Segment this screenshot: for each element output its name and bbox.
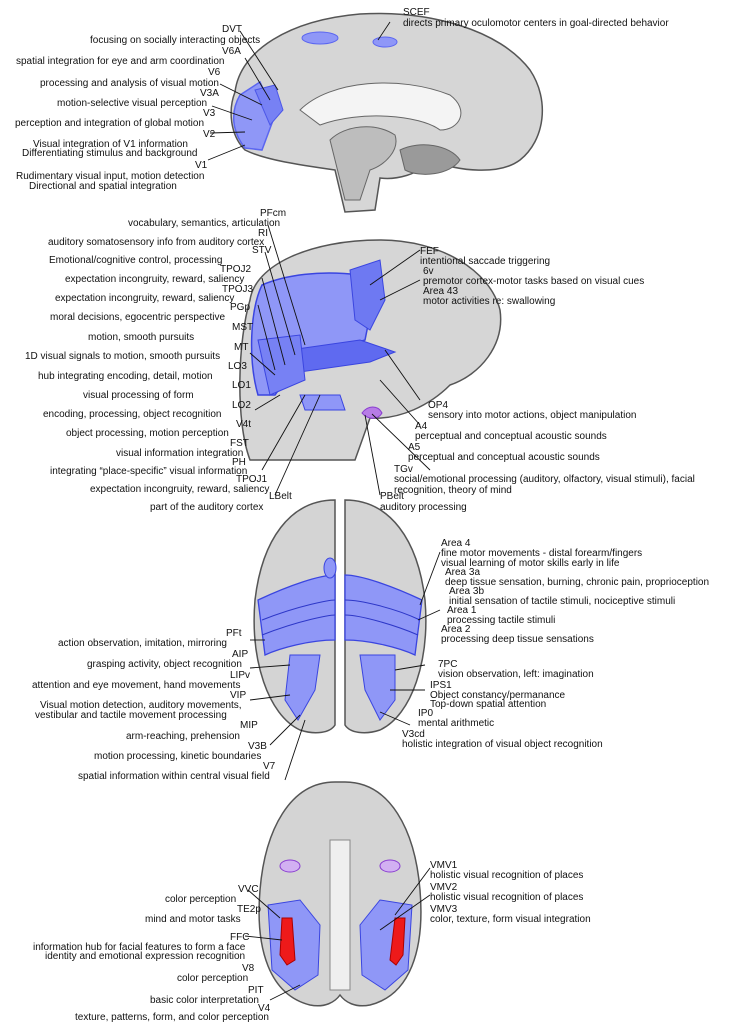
ph-desc: integrating “place-specific” visual info… [50, 466, 247, 477]
stv-desc: Emotional/cognitive control, processing [49, 255, 222, 266]
area43-desc: motor activities re: swallowing [423, 296, 555, 307]
a5-desc: perceptual and conceptual acoustic sound… [408, 452, 600, 463]
area2-desc: processing deep tissue sensations [441, 634, 594, 645]
vmv1-desc: holistic visual recognition of places [430, 870, 583, 881]
v1-abbr: V1 [195, 160, 207, 171]
v4t-abbr: V4t [236, 419, 251, 430]
v7-desc: spatial information within central visua… [78, 771, 270, 782]
mt-desc: 1D visual signals to motion, smooth purs… [25, 351, 220, 362]
tpoj2-desc: expectation incongruity, reward, salienc… [65, 274, 244, 285]
a4-desc: perceptual and conceptual acoustic sound… [415, 431, 607, 442]
area3a-desc: deep tissue sensation, burning, chronic … [445, 577, 709, 588]
v3-desc: perception and integration of global mot… [15, 118, 204, 129]
v1-desc-2: Directional and spatial integration [29, 181, 177, 192]
sagittal-brain-view [231, 13, 542, 212]
vmv3-desc: color, texture, form visual integration [430, 914, 591, 925]
mst-desc: motion, smooth pursuits [88, 332, 194, 343]
fef-desc: intentional saccade triggering [420, 256, 550, 267]
tpoj1-desc: expectation incongruity, reward, salienc… [90, 484, 269, 495]
v4t-desc: object processing, motion perception [66, 428, 229, 439]
aip-desc: grasping activity, object recognition [87, 659, 242, 670]
stv-abbr: STV [252, 245, 271, 256]
scef-abbr: SCEF [403, 7, 430, 18]
v6-abbr: V6 [208, 67, 220, 78]
mt-abbr: MT [234, 342, 248, 353]
dorsal-brain-view [254, 500, 426, 733]
lo1-desc: visual processing of form [83, 390, 194, 401]
pbelt-abbr: PBelt [380, 491, 404, 502]
lateral-brain-view [240, 240, 501, 460]
7pc-desc: vision observation, left: imagination [438, 669, 594, 680]
ri-desc: auditory somatosensory info from auditor… [48, 237, 264, 248]
v3cd-desc: holistic integration of visual object re… [402, 739, 603, 750]
vip-desc-2: vestibular and tactile movement processi… [35, 710, 227, 721]
mip-abbr: MIP [240, 720, 258, 731]
ffc-desc-2: identity and emotional expression recogn… [45, 951, 245, 962]
v4-desc: texture, patterns, form, and color perce… [75, 1012, 269, 1023]
tgv-desc: social/emotional processing (auditory, o… [394, 474, 724, 496]
te2p-desc: mind and motor tasks [145, 914, 241, 925]
pft-desc: action observation, imitation, mirroring [58, 638, 227, 649]
vvc-abbr: VVC [238, 884, 259, 895]
fst-desc: visual information integration [116, 448, 243, 459]
pit-desc: basic color interpretation [150, 995, 259, 1006]
v8-desc: color perception [177, 973, 248, 984]
v3-abbr: V3 [203, 108, 215, 119]
v6a-desc: spatial integration for eye and arm coor… [16, 56, 224, 67]
lbelt-abbr: LBelt [269, 491, 292, 502]
op4-desc: sensory into motor actions, object manip… [428, 410, 636, 421]
area3b-desc: initial sensation of tactile stimuli, no… [449, 596, 675, 607]
v2-abbr: V2 [203, 129, 215, 140]
tpoj3-desc: expectation incongruity, reward, salienc… [55, 293, 234, 304]
pft-abbr: PFt [226, 628, 242, 639]
dvt-desc: focusing on socially interacting objects [90, 35, 260, 46]
v6a-abbr: V6A [222, 46, 241, 57]
vmv2-desc: holistic visual recognition of places [430, 892, 583, 903]
pgp-abbr: PGp [230, 302, 250, 313]
lipv-desc: attention and eye movement, hand movemen… [32, 680, 240, 691]
pbelt-desc: auditory processing [380, 502, 467, 513]
lo2-desc: encoding, processing, object recognition [43, 409, 221, 420]
v2-desc-2: Differentiating stimulus and background [22, 148, 197, 159]
vvc-desc: color perception [165, 894, 236, 905]
v3b-desc: motion processing, kinetic boundaries [94, 751, 261, 762]
lo3-desc: hub integrating encoding, detail, motion [38, 371, 213, 382]
ips1-desc-2: Top-down spatial attention [430, 699, 546, 710]
mip-desc: arm-reaching, prehension [126, 731, 240, 742]
dvt-abbr: DVT [222, 24, 242, 35]
mst-abbr: MST [232, 322, 253, 333]
pgp-desc: moral decisions, egocentric perspective [50, 312, 225, 323]
ventral-brain-view [259, 782, 421, 1006]
lo2-abbr: LO2 [232, 400, 251, 411]
lo1-abbr: LO1 [232, 380, 251, 391]
lbelt-desc: part of the auditory cortex [150, 502, 263, 513]
v6-desc: processing and analysis of visual motion [40, 78, 219, 89]
ip0-desc: mental arithmetic [418, 718, 494, 729]
lo3-abbr: LO3 [228, 361, 247, 372]
v3a-desc: motion-selective visual perception [57, 98, 207, 109]
scef-desc: directs primary oculomotor centers in go… [403, 18, 669, 29]
